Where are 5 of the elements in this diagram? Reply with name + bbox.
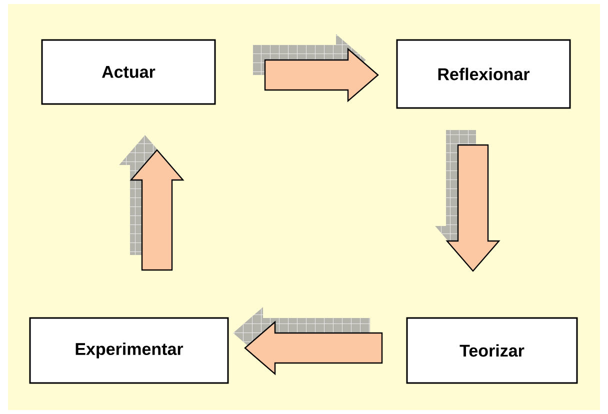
block-arrow	[119, 135, 184, 271]
process-box: Experimentar	[29, 317, 229, 384]
process-box: Teorizar	[406, 317, 578, 384]
process-box: Reflexionar	[396, 39, 571, 109]
process-box: Actuar	[41, 39, 216, 105]
